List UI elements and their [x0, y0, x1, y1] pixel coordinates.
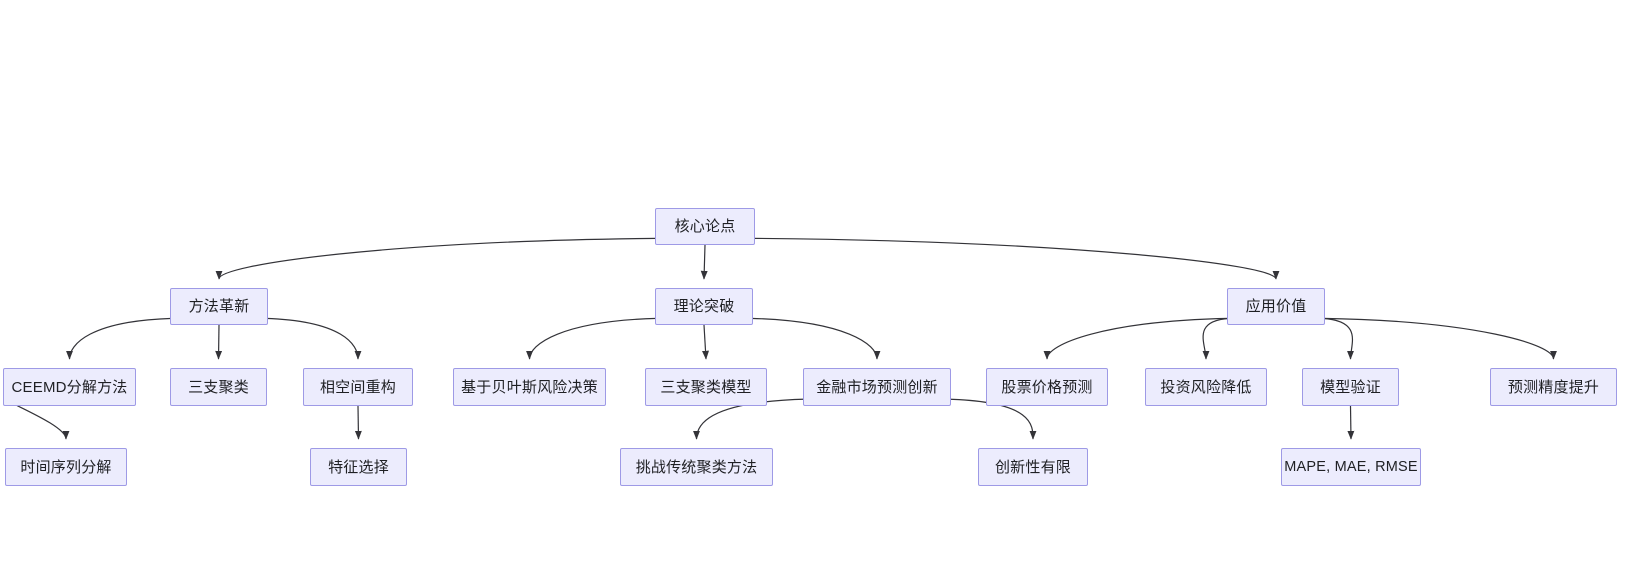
diagram-edge: [702, 324, 710, 360]
diagram-edge: [700, 244, 708, 280]
diagram-node[interactable]: MAPE, MAE, RMSE: [1281, 448, 1421, 486]
diagram-node[interactable]: 特征选择: [310, 448, 407, 486]
diagram-node-label: 预测精度提升: [1507, 378, 1600, 396]
diagram-edge: [354, 405, 362, 440]
diagram-node[interactable]: 投资风险降低: [1145, 368, 1267, 406]
diagram-node[interactable]: 基于贝叶斯风险决策: [453, 368, 606, 406]
diagram-edge: [1322, 317, 1557, 360]
diagram-node-label: 投资风险降低: [1160, 378, 1252, 396]
diagram-node-label: 模型验证: [1320, 378, 1381, 396]
diagram-edge: [526, 317, 658, 360]
diagram-node-label: 三支聚类: [188, 378, 249, 396]
diagram-edge: [215, 237, 658, 280]
diagram-node-label: MAPE, MAE, RMSE: [1284, 458, 1418, 475]
diagram-node[interactable]: 三支聚类: [170, 368, 267, 406]
diagram-edge: [1322, 317, 1355, 360]
diagram-node-label: 股票价格预测: [1001, 378, 1093, 396]
diagram-node-label: 三支聚类模型: [660, 378, 752, 396]
diagram-edge: [1043, 317, 1230, 360]
diagram-node-label: 核心论点: [674, 218, 736, 235]
diagram-edge: [66, 317, 173, 360]
diagram-node-label: 相空间重构: [319, 378, 396, 396]
diagram-node-label: 金融市场预测创新: [816, 378, 938, 396]
diagram-node[interactable]: 金融市场预测创新: [803, 368, 951, 406]
diagram-node[interactable]: 时间序列分解: [5, 448, 127, 486]
diagram-node-label: CEEMD分解方法: [11, 378, 128, 396]
diagram-node-label: 理论突破: [673, 298, 735, 315]
diagram-edge: [752, 237, 1280, 280]
diagram-edge: [750, 317, 881, 360]
diagram-edge: [265, 317, 362, 360]
diagram-node[interactable]: 三支聚类模型: [645, 368, 767, 406]
diagram-node[interactable]: 理论突破: [655, 288, 753, 325]
diagram-node[interactable]: 挑战传统聚类方法: [620, 448, 773, 486]
diagram-edge: [1347, 405, 1355, 440]
diagram-node-label: 创新性有限: [994, 458, 1071, 476]
diagram-node-label: 特征选择: [328, 458, 389, 476]
diagram-edge: [215, 324, 223, 360]
diagram-node[interactable]: 预测精度提升: [1490, 368, 1617, 406]
edge-paths: [5, 237, 1557, 440]
diagram-node[interactable]: 相空间重构: [303, 368, 413, 406]
diagram-node-label: 应用价值: [1245, 298, 1307, 315]
diagram-node[interactable]: 应用价值: [1227, 288, 1325, 325]
diagram-node-label: 方法革新: [188, 298, 250, 315]
diagram-node[interactable]: CEEMD分解方法: [3, 368, 136, 406]
diagram-node-label: 时间序列分解: [20, 458, 112, 476]
diagram-node-label: 基于贝叶斯风险决策: [461, 378, 598, 396]
diagram-node[interactable]: 创新性有限: [978, 448, 1088, 486]
diagram-node[interactable]: 方法革新: [170, 288, 268, 325]
diagram-edge: [1202, 317, 1230, 360]
diagram-node[interactable]: 核心论点: [655, 208, 755, 245]
diagram-node[interactable]: 模型验证: [1302, 368, 1399, 406]
diagram-node-label: 挑战传统聚类方法: [635, 458, 758, 476]
diagram-node[interactable]: 股票价格预测: [986, 368, 1108, 406]
